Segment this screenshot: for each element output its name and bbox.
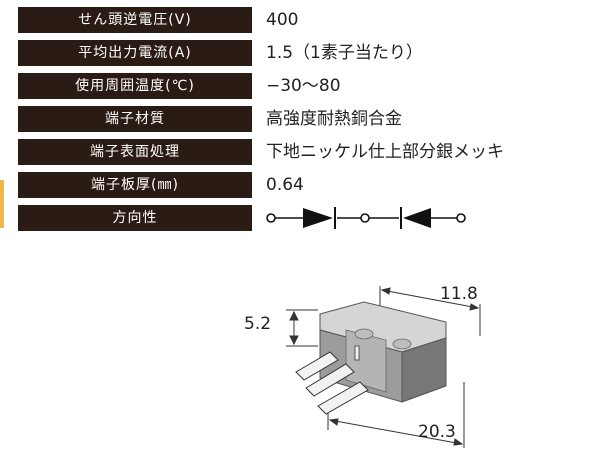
spec-label: 使用周囲温度(℃) xyxy=(18,73,252,99)
spec-row-average-output-current: 平均出力電流(A) 1.5（1素子当たり） xyxy=(18,40,598,66)
spec-value: 400 xyxy=(266,10,299,30)
diode-module-illustration xyxy=(295,301,447,415)
spec-label: 端子材質 xyxy=(18,106,252,132)
spec-label: 方向性 xyxy=(18,205,252,231)
spec-label: 平均出力電流(A) xyxy=(18,40,252,66)
spec-label: 端子表面処理 xyxy=(18,139,252,165)
diode-direction-symbol xyxy=(266,207,466,229)
spec-value: −30〜80 xyxy=(266,76,341,96)
spec-row-terminal-thickness: 端子板厚(㎜) 0.64 xyxy=(18,172,598,198)
dimension-height-label: 5.2 xyxy=(244,314,272,334)
spec-row-direction: 方向性 xyxy=(18,205,598,231)
spec-label: せん頭逆電圧(V) xyxy=(18,7,252,33)
spec-row-operating-temperature: 使用周囲温度(℃) −30〜80 xyxy=(18,73,598,99)
spec-value: 0.64 xyxy=(266,175,304,195)
spec-row-peak-reverse-voltage: せん頭逆電圧(V) 400 xyxy=(18,7,598,33)
dimension-length-label: 20.3 xyxy=(418,422,456,442)
spec-row-terminal-surface-treatment: 端子表面処理 下地ニッケル仕上部分銀メッキ xyxy=(18,139,598,165)
spec-value: 1.5（1素子当たり） xyxy=(266,43,423,63)
spec-row-terminal-material: 端子材質 高強度耐熱銅合金 xyxy=(18,106,598,132)
dimension-width-label: 11.8 xyxy=(440,284,478,304)
spec-value: 下地ニッケル仕上部分銀メッキ xyxy=(266,142,504,162)
spec-label: 端子板厚(㎜) xyxy=(18,172,252,198)
spec-value: 高強度耐熱銅合金 xyxy=(266,109,402,129)
accent-strip xyxy=(0,180,4,228)
